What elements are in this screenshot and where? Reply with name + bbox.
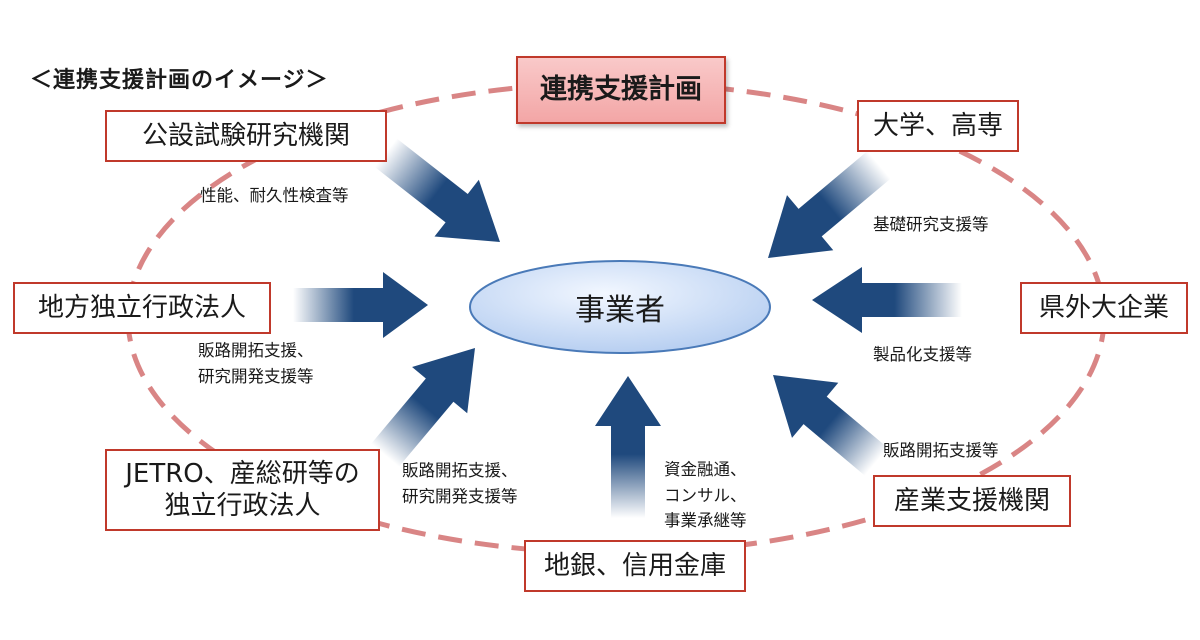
box-industry-support: 産業支援機関 — [873, 475, 1071, 527]
box-jetro-line1: JETRO、産総研等の — [125, 458, 360, 489]
box-university: 大学、高専 — [857, 100, 1019, 152]
note-local-bank: 資金融通、 コンサル、 事業承継等 — [664, 457, 747, 534]
arrow-from-jetro — [371, 348, 475, 467]
note-local-agency-line1: 販路開拓支援、 — [198, 341, 314, 360]
center-label: 事業者 — [575, 293, 665, 328]
note-jetro-line1: 販路開拓支援、 — [402, 461, 518, 480]
box-plan: 連携支援計画 — [516, 56, 726, 124]
note-jetro-line2: 研究開発支援等 — [402, 486, 518, 506]
box-public-research: 公設試験研究機関 — [105, 110, 387, 162]
note-jetro: 販路開拓支援、 研究開発支援等 — [402, 458, 518, 509]
box-local-agency: 地方独立行政法人 — [13, 282, 271, 334]
note-local-bank-line2: コンサル、 — [664, 485, 747, 505]
arrow-from-public-research — [374, 138, 500, 242]
box-local-bank: 地銀、信用金庫 — [524, 540, 746, 592]
note-local-agency: 販路開拓支援、 研究開発支援等 — [198, 338, 314, 389]
box-jetro: JETRO、産総研等の 独立行政法人 — [105, 449, 380, 531]
note-outside-company: 製品化支援等 — [873, 345, 972, 364]
arrow-from-local-agency — [293, 272, 428, 338]
box-jetro-line2: 独立行政法人 — [164, 491, 321, 521]
note-local-bank-line3: 事業承継等 — [664, 511, 747, 531]
note-public-research: 性能、耐久性検査等 — [200, 186, 349, 205]
center-ellipse — [469, 260, 771, 354]
arrow-from-local-bank — [595, 376, 661, 518]
arrow-from-university — [768, 151, 891, 258]
note-industry-support: 販路開拓支援等 — [883, 441, 999, 460]
note-local-bank-line1: 資金融通、 — [664, 460, 747, 479]
diagram-title: ＜連携支援計画のイメージ＞ — [30, 68, 329, 93]
note-university: 基礎研究支援等 — [873, 215, 989, 234]
arrow-from-outside-company — [812, 267, 962, 333]
arrow-from-industry-support — [773, 375, 888, 476]
box-outside-company: 県外大企業 — [1020, 282, 1188, 334]
note-local-agency-line2: 研究開発支援等 — [198, 366, 314, 386]
